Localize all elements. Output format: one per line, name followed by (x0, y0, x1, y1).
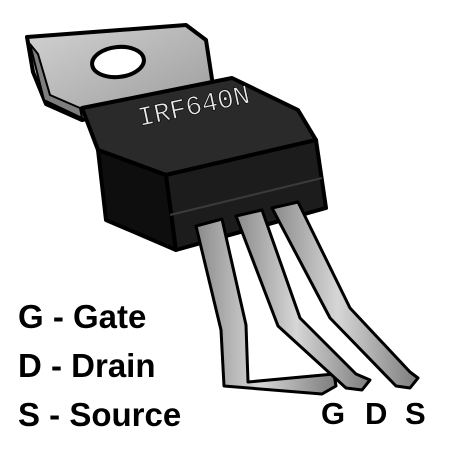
pin-label-source: S (405, 396, 426, 431)
legend-gate: G - Gate (18, 298, 147, 335)
lead-drain (234, 208, 372, 392)
package-body (80, 76, 328, 252)
legend-source: S - Source (18, 396, 182, 433)
legend-drain: D - Drain (18, 347, 156, 384)
pin-label-gate: G (321, 396, 346, 431)
pin-label-drain: D (365, 396, 388, 431)
mounting-hole (90, 44, 146, 80)
lead-source (270, 200, 420, 390)
